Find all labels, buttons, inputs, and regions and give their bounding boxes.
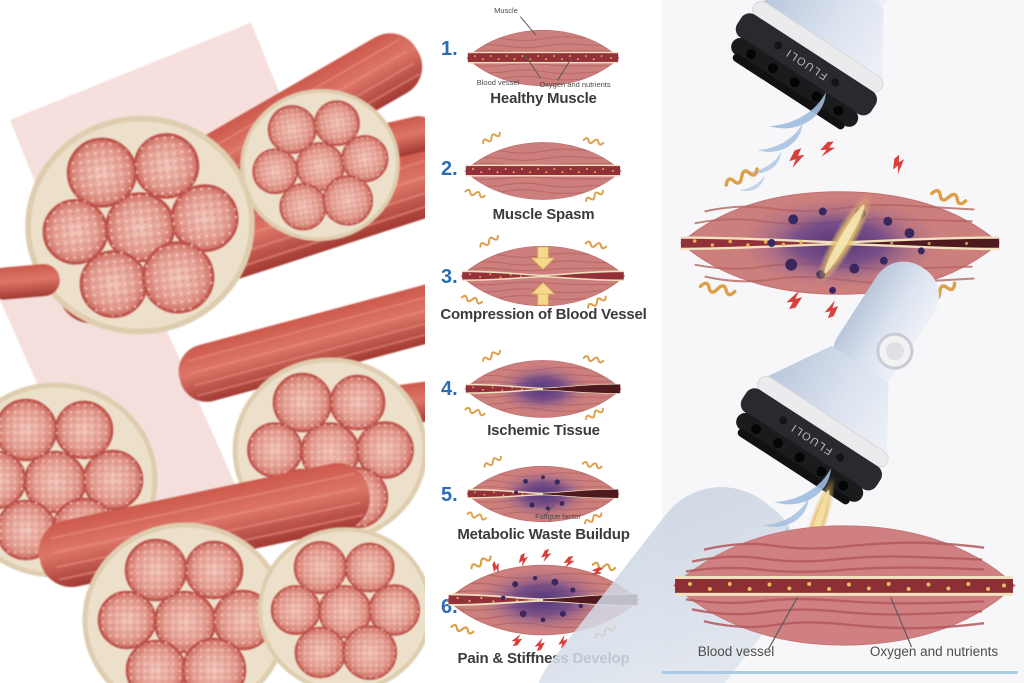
stage-panel-ischemic: 4. Ischemic Tissue <box>425 340 662 448</box>
stage-number: 5. <box>441 484 458 506</box>
device-body: FLUOLI <box>717 0 987 141</box>
stage-panel-compression: 3. Compression of Blood Vessel <box>425 228 662 336</box>
muscle-annotation: Muscle <box>494 6 518 15</box>
treatment-column: FLUOLI <box>506 0 1024 683</box>
stage-caption: Metabolic Waste Buildup <box>457 526 630 543</box>
oxygen-pointer-line <box>890 597 913 648</box>
stage-caption: Compression of Blood Vessel <box>440 306 647 323</box>
therapy-device-bottom: FLUOLI <box>722 222 992 556</box>
blood-vessel-label: Blood vessel <box>697 644 775 659</box>
oxygen-annotation: Oxygen and nutrients <box>539 80 611 89</box>
stage-panel-muscle-spasm: 2. Muscle Spasm <box>425 122 662 228</box>
muscle-fiber-3d-render <box>0 0 468 683</box>
stage-caption: Healthy Muscle <box>490 90 597 107</box>
oxygen-dots <box>687 581 1006 591</box>
spasm-muscle-figure <box>464 130 628 204</box>
ischemic-muscle-figure <box>464 348 628 422</box>
penetrating-beam <box>815 192 873 286</box>
blood-vessel-annotation: Blood vessel <box>476 78 520 87</box>
device-body: FLUOLI <box>722 222 992 516</box>
stage-number: 3. <box>441 266 458 288</box>
waste-muscle-figure <box>466 454 628 526</box>
treated-muscle-healthy <box>673 476 1016 650</box>
muscle-fiber-illustration <box>0 21 468 683</box>
bottom-blue-underline <box>662 671 1018 674</box>
therapy-device-top: FLUOLI <box>717 0 987 198</box>
pain-muscle-figure <box>450 548 636 652</box>
blood-vessel-pointer-line <box>767 597 798 650</box>
stage-number: 4. <box>441 378 458 400</box>
stage-panel-metabolic-waste: 5. Fatigue factor Metabolic Waste Buildu… <box>425 448 662 552</box>
stage-caption: Muscle Spasm <box>492 206 595 223</box>
stage-number: 1. <box>441 38 458 60</box>
stage-panel-pain-stiffness: 6. <box>425 548 662 672</box>
stage-number: 2. <box>441 158 458 180</box>
stage-caption: Ischemic Tissue <box>487 422 600 439</box>
fatigue-factor-annotation: Fatigue factor <box>535 512 581 521</box>
stage-panel-healthy-muscle: 1. Muscle Blood vessel Oxygen and nutrie… <box>425 6 662 120</box>
treated-muscle-inflamed <box>680 138 1000 319</box>
oxygen-nutrients-label: Oxygen and nutrients <box>869 644 999 659</box>
